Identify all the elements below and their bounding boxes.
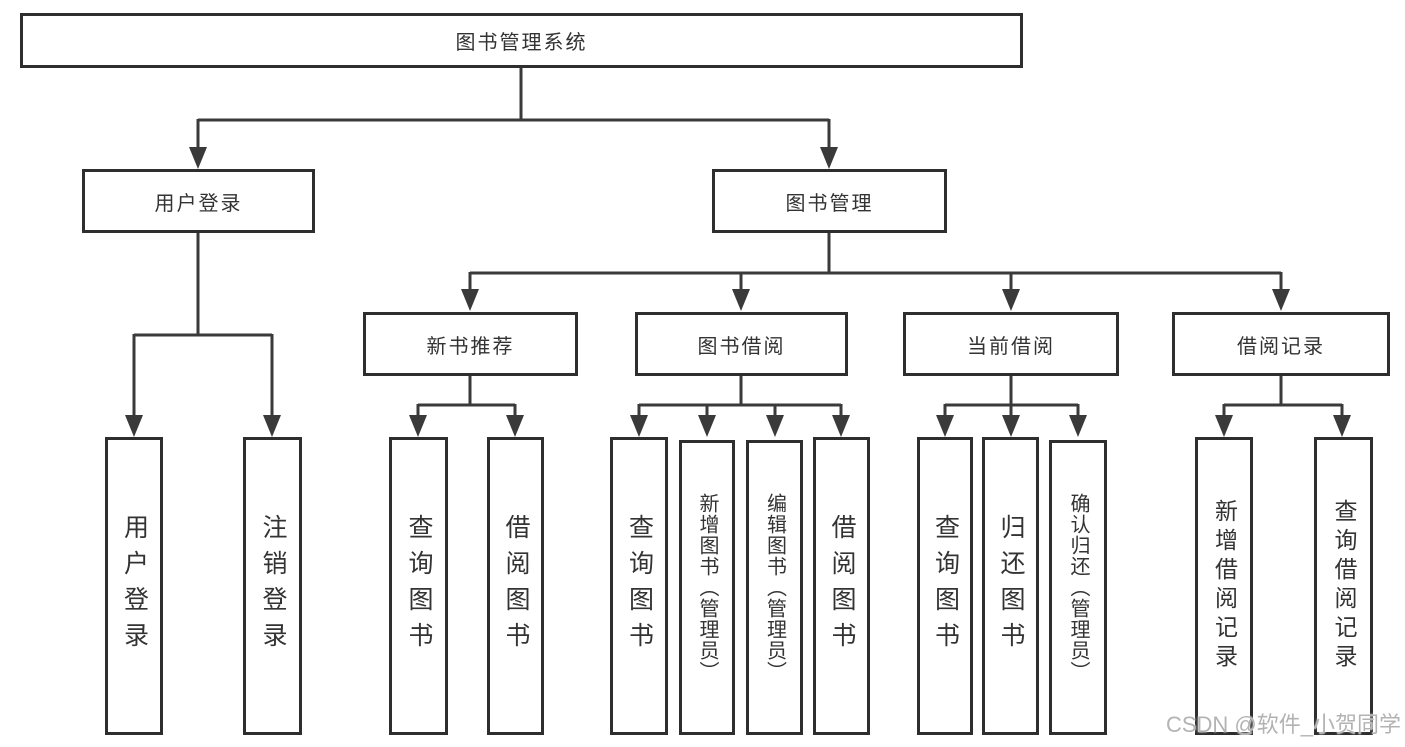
node-book-management-label: 图书管理 xyxy=(785,192,874,215)
arrowhead-icon xyxy=(263,415,281,437)
node-leaf-borrow-book-2-label: 借阅图书 xyxy=(828,514,856,658)
node-leaf-add-book: 新增图书（管理员） xyxy=(679,440,735,735)
arrowhead-icon xyxy=(732,289,750,311)
node-book-management: 图书管理 xyxy=(712,169,947,233)
arrowhead-icon xyxy=(1002,415,1020,437)
node-leaf-confirm-return: 确认归还（管理员） xyxy=(1049,440,1107,735)
arrowhead-icon xyxy=(766,415,784,437)
node-leaf-query-book-3: 查询图书 xyxy=(917,437,973,735)
node-current-borrow-label: 当前借阅 xyxy=(967,335,1055,358)
csdn-watermark: CSDN @软件_小贺同学 xyxy=(1165,712,1401,737)
arrowhead-icon xyxy=(820,147,838,169)
node-leaf-return-book-label: 归还图书 xyxy=(997,514,1025,658)
node-leaf-query-book-1: 查询图书 xyxy=(389,437,448,735)
node-leaf-edit-book: 编辑图书（管理员） xyxy=(746,440,803,735)
arrowhead-icon xyxy=(461,289,479,311)
connector-path xyxy=(132,68,1344,416)
node-leaf-query-borrow-record-label: 查询借阅记录 xyxy=(1331,499,1357,673)
arrowhead-icon xyxy=(1069,415,1087,437)
node-leaf-user-login: 用户登录 xyxy=(105,437,163,735)
node-leaf-return-book: 归还图书 xyxy=(982,437,1039,735)
node-leaf-query-book-3-label: 查询图书 xyxy=(931,514,960,658)
node-leaf-user-login-label: 用户登录 xyxy=(120,514,149,658)
node-leaf-query-book-1-label: 查询图书 xyxy=(405,514,433,658)
node-borrow-records: 借阅记录 xyxy=(1172,312,1390,376)
node-leaf-query-book-2-label: 查询图书 xyxy=(625,514,654,658)
node-leaf-borrow-book-2: 借阅图书 xyxy=(813,437,870,735)
node-new-book-recommend-label: 新书推荐 xyxy=(426,335,515,358)
node-leaf-add-borrow-record-label: 新增借阅记录 xyxy=(1211,499,1238,673)
arrowhead-icon xyxy=(698,415,716,437)
arrowhead-icon xyxy=(1215,415,1233,437)
arrowhead-icon xyxy=(832,415,850,437)
node-current-borrow: 当前借阅 xyxy=(903,312,1119,376)
node-leaf-edit-book-label: 编辑图书（管理员） xyxy=(763,493,786,682)
node-new-book-recommend: 新书推荐 xyxy=(363,312,578,376)
node-leaf-borrow-book-1-label: 借阅图书 xyxy=(502,514,530,658)
arrowhead-icon xyxy=(506,415,524,437)
arrowhead-icon xyxy=(125,415,143,437)
arrowhead-icon xyxy=(409,415,427,437)
arrowhead-icon xyxy=(1002,289,1020,311)
node-leaf-confirm-return-label: 确认归还（管理员） xyxy=(1067,493,1089,682)
node-leaf-logout: 注销登录 xyxy=(243,437,302,735)
node-library-system: 图书管理系统 xyxy=(20,13,1023,68)
node-library-system-label: 图书管理系统 xyxy=(455,32,588,54)
node-leaf-query-book-2: 查询图书 xyxy=(610,437,668,735)
node-borrow-records-label: 借阅记录 xyxy=(1237,335,1325,358)
node-leaf-borrow-book-1: 借阅图书 xyxy=(487,437,544,735)
arrowhead-icons xyxy=(125,147,1351,437)
node-user-login-label: 用户登录 xyxy=(154,192,243,215)
node-book-borrow: 图书借阅 xyxy=(635,312,848,376)
arrowhead-icon xyxy=(1333,415,1351,437)
arrowhead-icon xyxy=(936,415,954,437)
arrowhead-icon xyxy=(1272,289,1290,311)
node-leaf-add-book-label: 新增图书（管理员） xyxy=(696,493,718,682)
node-user-login: 用户登录 xyxy=(82,169,315,233)
arrowhead-icon xyxy=(189,147,207,169)
node-book-borrow-label: 图书借阅 xyxy=(697,335,786,358)
node-leaf-query-borrow-record: 查询借阅记录 xyxy=(1314,437,1373,735)
node-leaf-add-borrow-record: 新增借阅记录 xyxy=(1195,437,1253,735)
node-leaf-logout-label: 注销登录 xyxy=(259,514,287,658)
arrowhead-icon xyxy=(630,415,648,437)
